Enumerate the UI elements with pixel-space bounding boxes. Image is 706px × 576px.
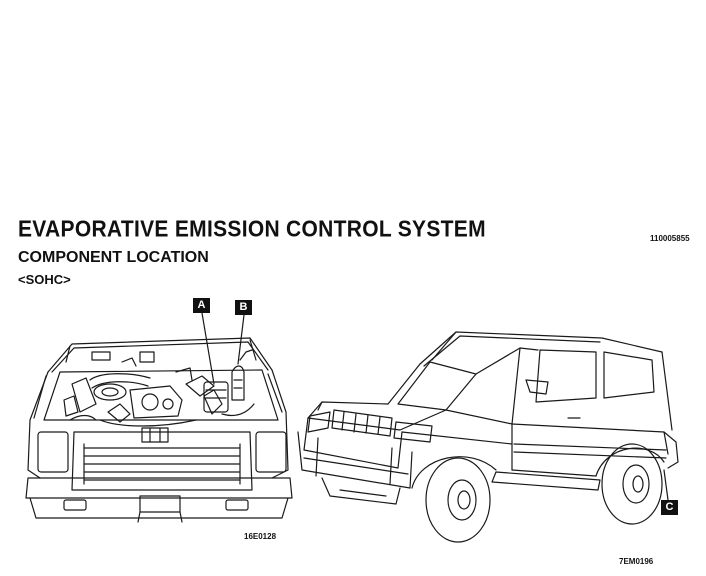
figure-code: 16E0128: [244, 532, 277, 541]
engine-variant-label: <SOHC>: [18, 272, 71, 287]
figure-code: 7EM0196: [619, 557, 654, 566]
engine-bay-illustration: [25, 312, 293, 523]
document-code: 110005855: [650, 234, 690, 243]
callout-label: C: [661, 500, 678, 515]
callout-label: A: [193, 298, 210, 313]
section-subtitle: COMPONENT LOCATION: [18, 249, 209, 266]
vehicle-illustration: [297, 331, 679, 543]
callout-label: B: [235, 300, 252, 315]
section-title: EVAPORATIVE EMISSION CONTROL SYSTEM: [18, 217, 486, 242]
